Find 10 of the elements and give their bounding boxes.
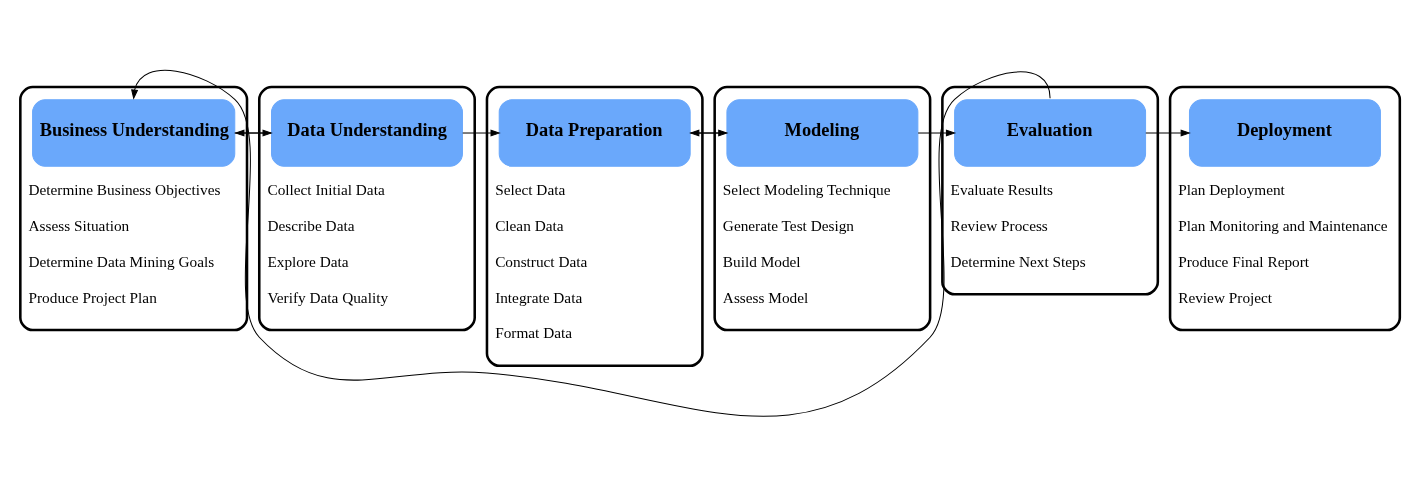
arrow (917, 128, 957, 137)
node-box: Modeling (726, 98, 919, 167)
node-box: Evaluation (954, 98, 1147, 167)
arrow (462, 128, 501, 137)
node-box: Deployment (1188, 98, 1381, 167)
arrow (1145, 128, 1191, 137)
node-box: Business Understanding (32, 98, 236, 167)
arrow (131, 69, 1051, 417)
node-box: Data Preparation (498, 98, 691, 167)
node-box: Data Understanding (271, 98, 463, 167)
